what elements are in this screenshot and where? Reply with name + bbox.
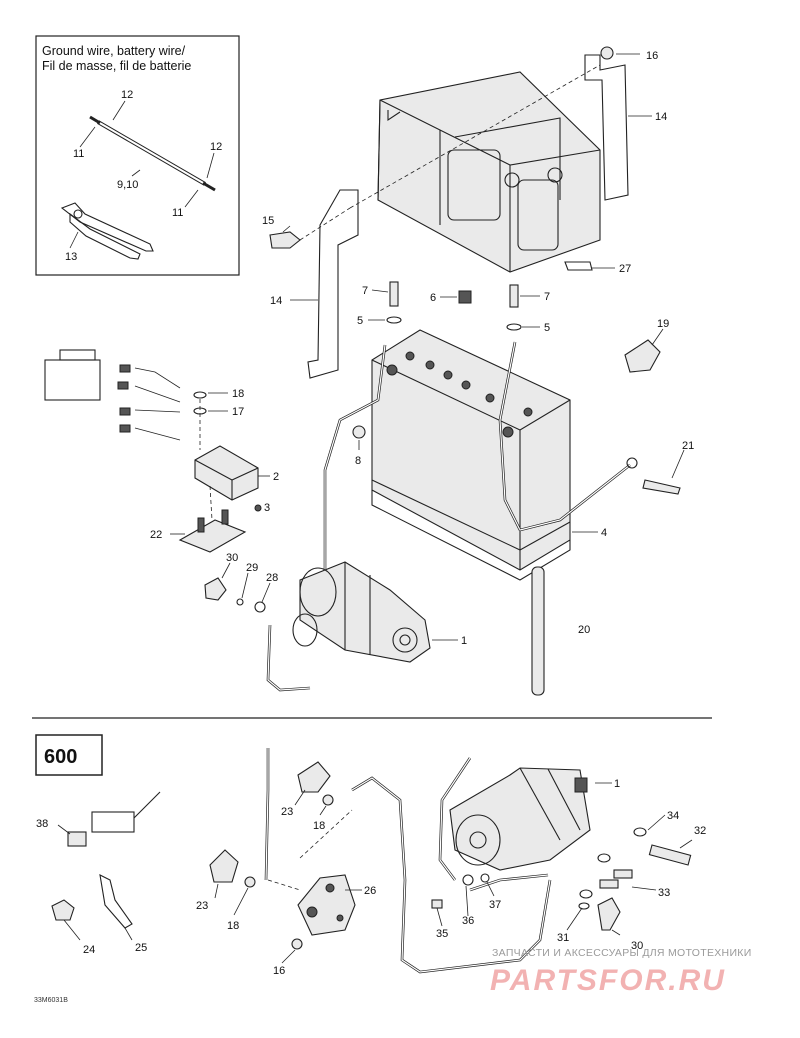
callout-22: 22	[150, 529, 162, 541]
nut-16	[600, 46, 614, 60]
nut-16-lower	[291, 938, 303, 950]
relay-bracket	[178, 519, 247, 553]
callout-2: 2	[273, 471, 279, 483]
terminal-boot-19	[624, 339, 661, 373]
fuse-38	[67, 831, 87, 847]
callout-30: 30	[226, 552, 238, 564]
bolt-7-left	[389, 281, 399, 307]
connector-housing	[44, 359, 101, 401]
callout-29: 29	[246, 562, 258, 574]
callout-12: 12	[121, 89, 133, 101]
bolt-21	[642, 479, 681, 495]
boot-23-upper	[297, 761, 331, 793]
starter-motor	[292, 561, 431, 663]
nut-18-lower	[244, 876, 256, 888]
fuse-holder	[91, 811, 135, 833]
callout-13: 13	[65, 251, 77, 263]
bolt-7-right	[509, 284, 519, 308]
callout-27: 27	[619, 263, 631, 275]
callout-7: 7	[544, 291, 550, 303]
inset-ground-battery-wire: Ground wire, battery wire/ Fil de masse,…	[35, 35, 240, 276]
callout-37: 37	[489, 899, 501, 911]
callout-23: 23	[196, 900, 208, 912]
callout-11: 11	[172, 207, 183, 219]
section-number: 600	[44, 746, 77, 768]
callout-33: 33	[658, 887, 670, 899]
callout-9-10: 9,10	[117, 179, 138, 191]
callout-38: 38	[36, 818, 48, 830]
callout-1: 1	[614, 778, 620, 790]
inset-title-line1: Ground wire, battery wire/	[42, 44, 186, 58]
bolt-33-upper	[613, 869, 633, 879]
vent-tube	[531, 566, 545, 696]
callout-14: 14	[655, 111, 667, 123]
bracket-right	[584, 54, 629, 201]
callout-34: 34	[667, 810, 679, 822]
callout-25: 25	[135, 942, 147, 954]
callout-14: 14	[270, 295, 282, 307]
callout-6: 6	[430, 292, 436, 304]
callout-18: 18	[313, 820, 325, 832]
callout-31: 31	[557, 932, 569, 944]
callout-28: 28	[266, 572, 278, 584]
callout-26: 26	[364, 885, 376, 897]
bolt-15	[269, 231, 301, 249]
section-600-box: 600	[35, 734, 103, 776]
battery-cover	[377, 71, 601, 273]
starter-motor-lower	[449, 767, 591, 871]
lower-assembly	[51, 748, 693, 974]
watermark: ЗАПЧАСТИ И АКСЕССУАРЫ ДЛЯ МОТОТЕХНИКИ PA…	[490, 947, 752, 997]
watermark-caption: ЗАПЧАСТИ И АКСЕССУАРЫ ДЛЯ МОТОТЕХНИКИ	[492, 947, 752, 959]
boot-30	[204, 577, 227, 601]
callout-5: 5	[544, 322, 550, 334]
callout-11: 11	[73, 148, 84, 160]
callout-36: 36	[462, 915, 474, 927]
callout-23: 23	[281, 806, 293, 818]
bolt-32	[648, 844, 692, 866]
starter-solenoid-26	[297, 874, 356, 936]
callout-5: 5	[357, 315, 363, 327]
callout-12: 12	[210, 141, 222, 153]
callout-16: 16	[273, 965, 285, 977]
clip-24	[51, 899, 75, 921]
callout-18: 18	[232, 388, 244, 400]
callout-20: 20	[578, 624, 590, 636]
watermark-logo: PARTSFOR.RU	[490, 964, 726, 997]
nut-6	[458, 290, 472, 304]
upper-assembly	[44, 46, 685, 696]
callout-19: 19	[657, 318, 669, 330]
callout-18: 18	[227, 920, 239, 932]
callout-8: 8	[355, 455, 361, 467]
callout-7: 7	[362, 285, 368, 297]
callout-21: 21	[682, 440, 694, 452]
callout-30: 30	[631, 940, 643, 952]
callout-1: 1	[461, 635, 467, 647]
nut-18-upper	[322, 794, 334, 806]
bolt-35	[431, 899, 443, 909]
callout-24: 24	[83, 944, 95, 956]
boot-23-lower	[209, 849, 239, 883]
callout-35: 35	[436, 928, 448, 940]
boot-30-lower	[597, 897, 621, 931]
callout-3: 3	[264, 502, 270, 514]
callout-4: 4	[601, 527, 607, 539]
nut-8	[352, 425, 366, 439]
starter-relay	[194, 445, 259, 501]
callout-32: 32	[694, 825, 706, 837]
battery	[371, 329, 571, 581]
callout-17: 17	[232, 406, 244, 418]
drawing-code: 33M6031B	[34, 997, 68, 1004]
inset-title-line2: Fil de masse, fil de batterie	[42, 59, 191, 73]
tie-wrap-25	[99, 874, 133, 929]
bracket-left	[307, 189, 359, 379]
callout-16: 16	[646, 50, 658, 62]
callout-15: 15	[262, 215, 274, 227]
bolt-33-lower	[599, 879, 619, 889]
